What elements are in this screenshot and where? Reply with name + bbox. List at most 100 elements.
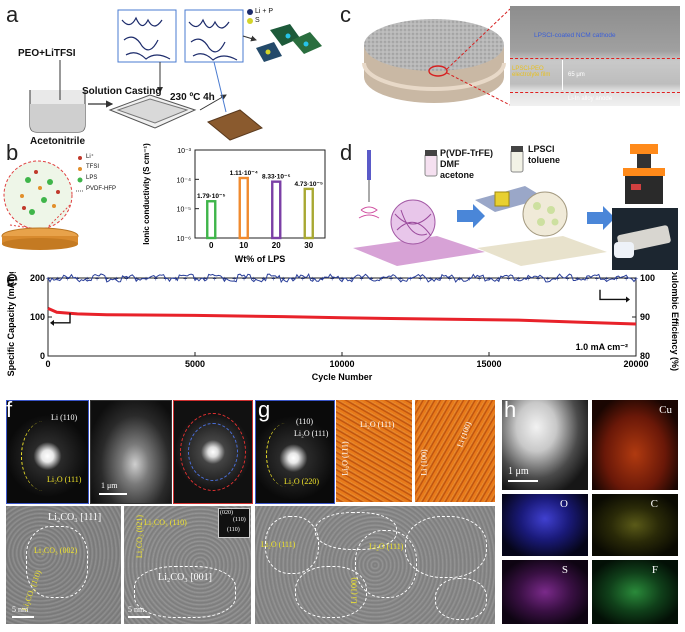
panel-c-cathode-label: LPSCl-coated NCM cathode [534,32,616,39]
scale-bar-h [508,480,538,482]
efficiency-marker: + [271,276,275,283]
panel-c-disc [362,8,510,106]
eds-label-o: O [560,498,568,510]
eds-label-s: S [561,564,568,576]
panel-g-lattice-2: Li (100) Li (100) [415,400,495,502]
efficiency-marker: + [448,276,452,283]
panel-d-reagent-pvdf: P(VDF-TrFE) [440,148,493,158]
efficiency-marker: + [95,276,99,283]
panel-f-hrtem-2: Li₂CO₃ (110) Li₂CO₃ (021) Li₂CO₃ [001] (… [124,506,251,624]
y-axis-label: Ionic conductivity (S cm⁻¹) [142,143,151,245]
fft-020: (020) [220,510,233,516]
panel-a-schematic [29,9,322,141]
panel-d-reagent-toluene: toluene [528,155,561,165]
panel-b-legend-tfsi: TFSI [86,164,99,170]
panel-label-d: d [340,140,353,165]
efficiency-marker: + [438,276,442,283]
efficiency-marker: + [389,276,393,283]
plot-frame [194,149,326,239]
bar-data-label: 1.79·10⁻⁵ [197,193,226,200]
efficiency-marker: + [458,276,462,283]
panel-f-scale-5nm-a: 5 nm [12,605,29,614]
efficiency-marker: + [399,276,403,283]
efficiency-marker: + [154,276,158,283]
efficiency-marker: + [134,276,138,283]
y-right-axis-label: Coulombic Efficiency (%) [670,272,680,371]
x-axis-label: Wt% of LPS [235,254,286,264]
y-left-axis-label: Specific Capacity (mAh g⁻¹) [6,272,16,376]
efficiency-marker: + [467,276,471,283]
panel-d-reagent-lpscl: LPSCl [528,144,555,154]
fft-inset: (020) (110) (110) [218,508,250,538]
saed-g-li2o220: Li₂O (220) [284,477,320,486]
panel-a-solvent: Acetonitrile [30,136,86,147]
panel-g-lattice-1: Li₂O (111) Li₂O (111) [336,400,412,502]
efficiency-marker: + [428,276,432,283]
y-tick-label: 10⁻⁵ [177,207,191,214]
panel-d-reagent-acetone: acetone [440,170,475,180]
eds-map-o: O [502,494,588,556]
efficiency-marker: + [409,276,413,283]
bar-data-label: 8.33·10⁻⁵ [262,174,291,181]
thickness-marker [562,60,563,90]
bar [271,180,282,240]
efficiency-marker: + [105,276,109,283]
efficiency-marker: + [605,276,609,283]
y-left-tick-label: 200 [30,273,45,283]
efficiency-marker: + [311,276,315,283]
panel-f-saed-2 [173,400,253,504]
efficiency-marker: + [546,276,550,283]
scale-bar-5nm-b [128,616,150,618]
efficiency-marker: + [360,276,364,283]
x-tick-label: 20000 [623,359,648,369]
eds-label-f: F [651,564,658,576]
panel-a-legend-s: S [255,17,260,24]
panel-label-f: f [6,397,13,422]
x-tick-label: 5000 [185,359,205,369]
panel-b-schematic [1,156,84,250]
lattice-li2o111a: Li₂O (111) [360,420,395,429]
efficiency-marker: + [232,276,236,283]
y-tick-label: 10⁻³ [177,148,191,155]
x-tick-label: 0 [45,359,50,369]
capacity-arrow-head [50,319,54,326]
y-tick-label: 10⁻⁴ [177,177,192,184]
lattice-li2o111b: Li₂O (111) [340,441,350,476]
eds-map-s: S [502,560,588,624]
panel-label-g: g [258,397,271,422]
efficiency-marker: + [46,276,50,283]
efficiency-marker: + [516,276,520,283]
y-tick-label: 10⁻⁶ [177,236,191,243]
efficiency-marker: + [124,276,128,283]
panel-g-hrtem: Li₂O (111) Li₂O (111) Li (100) [255,506,495,624]
eds-label-c: C [650,498,658,510]
panel-label-b: b [6,140,19,165]
panel-a-step1: Solution Casting [82,86,162,97]
ionic-conductivity-chart: 10⁻⁶10⁻⁵10⁻⁴10⁻³1.79·10⁻⁵01.11·10⁻⁴108.3… [142,143,326,264]
hrtem-li2co3-001: Li₂CO₃ [001] [158,572,212,583]
panel-b-legend-pvdf: PVDF-HFP [86,186,116,192]
efficiency-marker: + [595,276,599,283]
efficiency-marker: + [203,276,207,283]
x-axis-label: Cycle Number [312,372,373,382]
saed-g-li2o111: Li₂O (111) [294,429,329,438]
efficiency-marker: + [526,276,530,283]
efficiency-marker: + [340,276,344,283]
efficiency-marker: + [418,276,422,283]
panel-label-e: e [6,266,19,291]
x-tick-label: 10000 [329,359,354,369]
hrtem-g-li2o111b: Li₂O (111) [369,542,404,551]
efficiency-marker: + [477,276,481,283]
lattice-li100b: Li (100) [419,449,429,476]
eds-map-cu: Cu [592,400,678,490]
efficiency-marker: + [252,276,256,283]
panel-c-thickness-label: 65 μm [568,72,585,78]
x-tick-label: 0 [209,241,214,250]
fft-110a: (110) [233,517,246,523]
efficiency-marker: + [66,276,70,283]
panel-g-saed: (110) Li₂O (111) Li₂O (220) [255,400,335,504]
y-right-tick-label: 90 [640,312,650,322]
scale-bar-1um [99,493,127,495]
fft-110b: (110) [227,527,240,533]
